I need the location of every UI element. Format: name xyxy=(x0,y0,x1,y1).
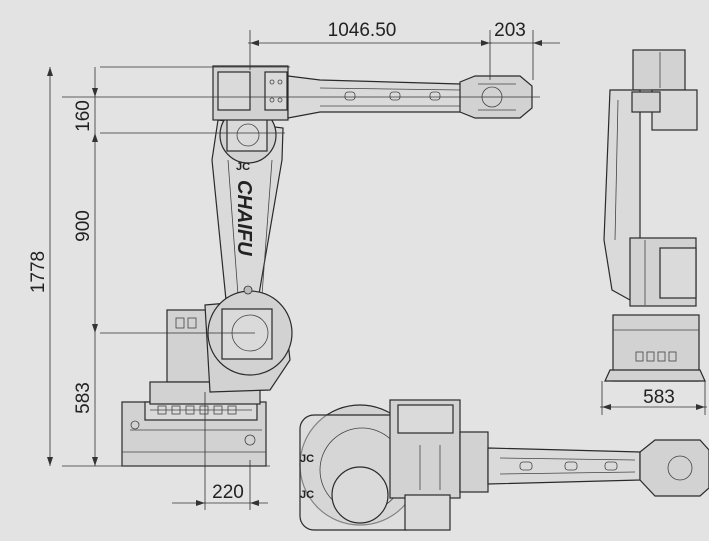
dim-base-width: 583 xyxy=(643,387,675,408)
svg-text:JC: JC xyxy=(236,161,250,173)
svg-text:JC: JC xyxy=(300,489,314,501)
dim-reach: 1046.50 xyxy=(328,20,397,41)
rear-top-motor xyxy=(632,49,686,91)
base-motor xyxy=(166,309,212,383)
svg-text:JC: JC xyxy=(300,453,314,465)
top-wrist xyxy=(639,439,709,497)
dim-base-offset: 220 xyxy=(212,482,244,503)
dimension-lines: 1778 160 900 583 1046.50 203 220 xyxy=(28,20,560,510)
dim-arm-offset: 160 xyxy=(73,100,94,132)
brand-label: CHAIFU xyxy=(233,180,255,256)
dim-overall-height: 1778 xyxy=(28,251,49,293)
side-view: CHAIFU JC xyxy=(62,65,540,467)
dim-lower-arm: 900 xyxy=(73,210,94,242)
top-view: JC JC xyxy=(299,399,709,531)
dim-base-height: 583 xyxy=(73,382,94,414)
dim-wrist-offset: 203 xyxy=(494,20,526,41)
rear-view: 583 xyxy=(600,49,707,415)
